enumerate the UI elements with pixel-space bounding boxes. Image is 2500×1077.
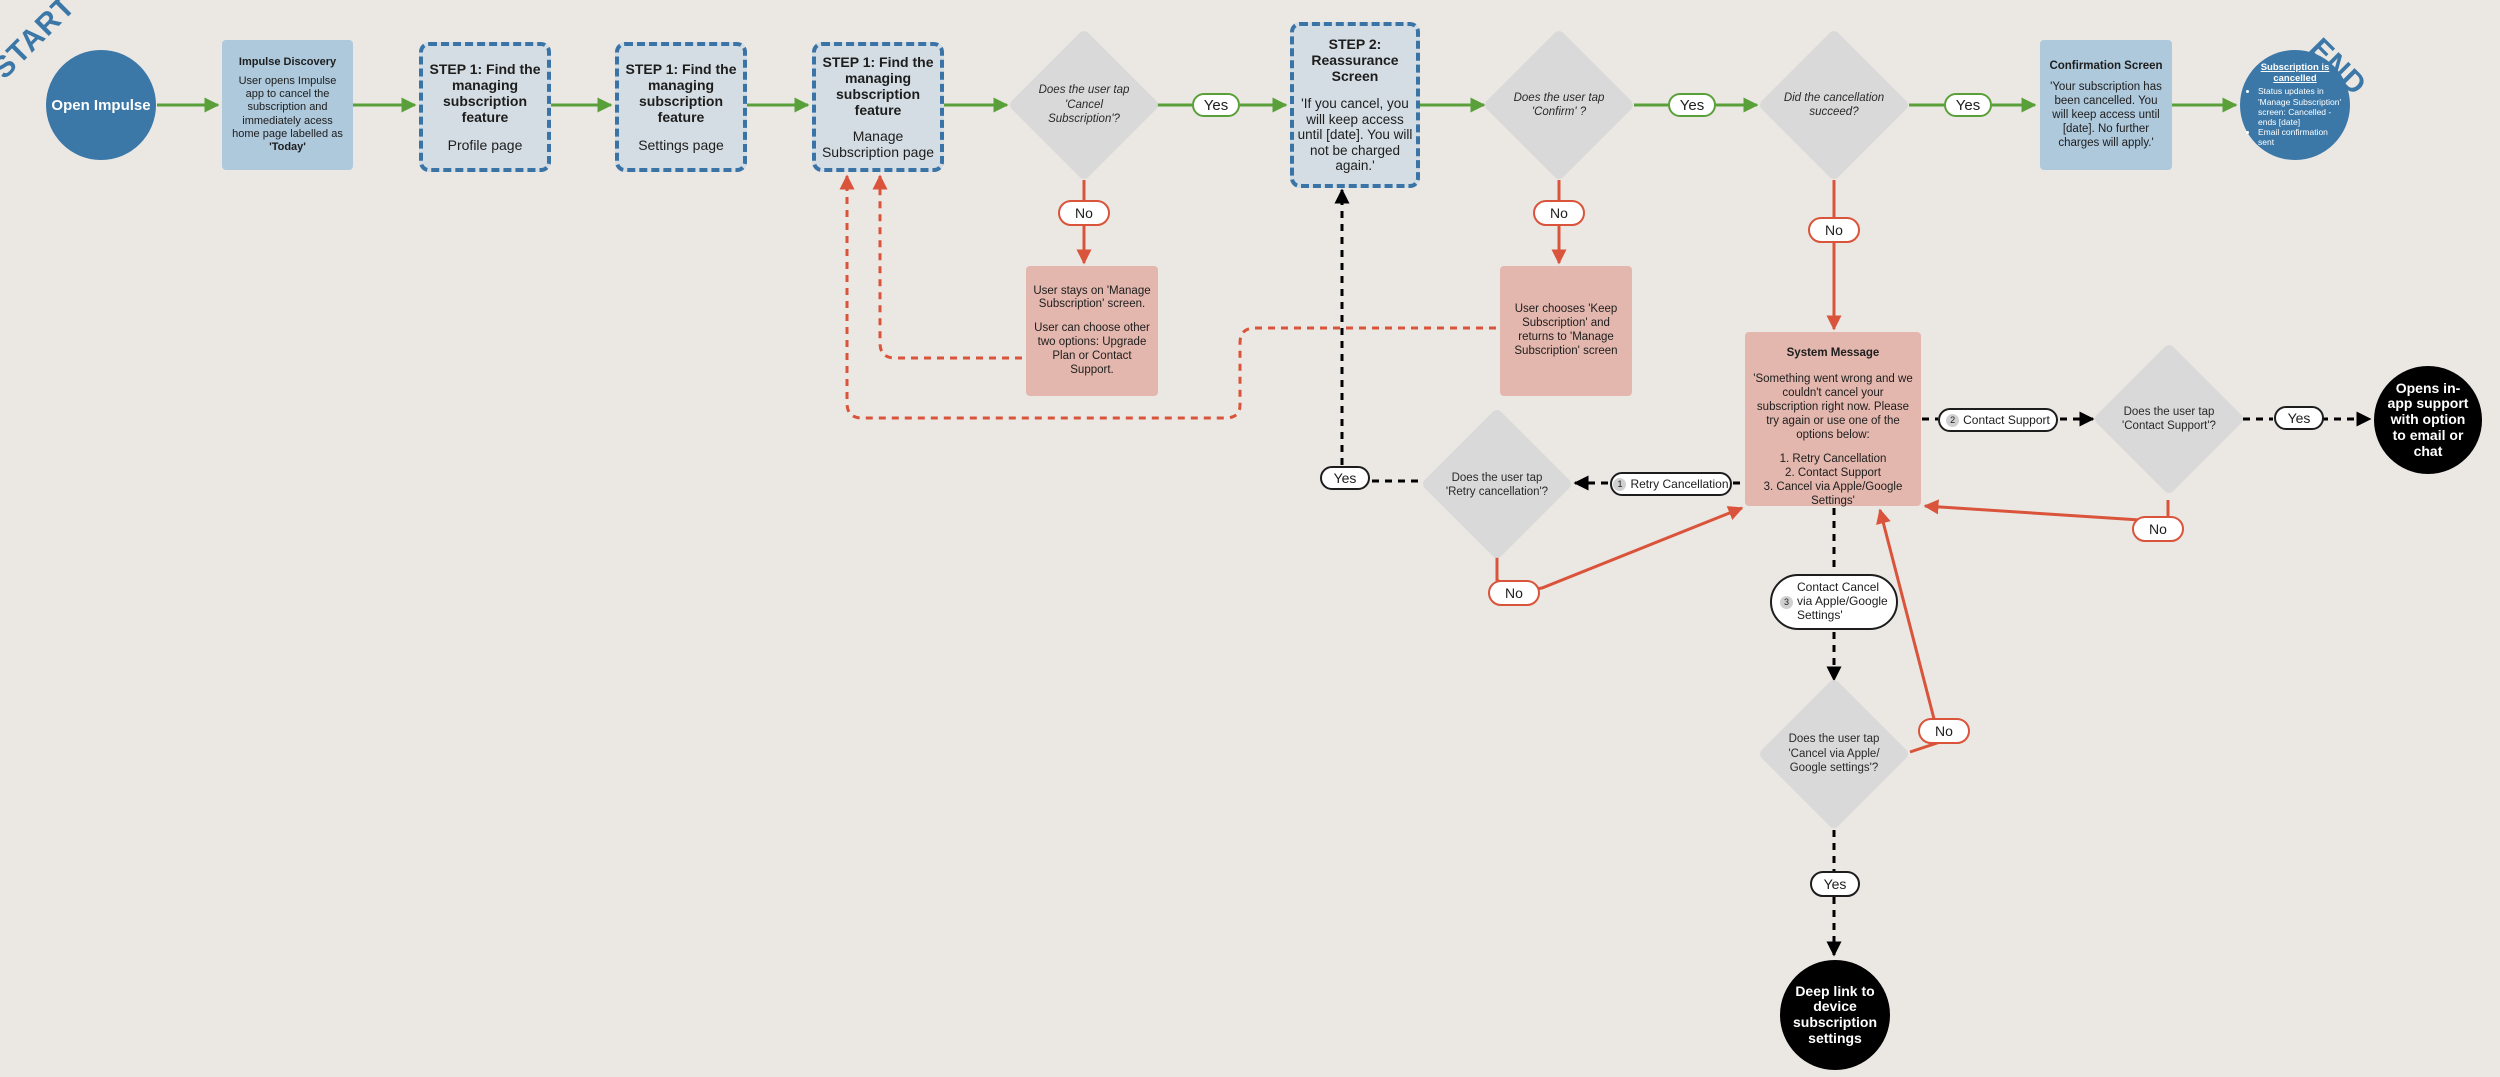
apple-google-option-pill: 3 Contact Cancel via Apple/Google Settin… xyxy=(1770,574,1898,630)
system-message-box: System Message 'Something went wrong and… xyxy=(1745,332,1921,508)
yes-pill: Yes xyxy=(2274,406,2324,430)
end-circle-item: Status updates in 'Manage Subscription' … xyxy=(2258,86,2342,127)
step1-manage-sub: Manage Subscription page xyxy=(821,128,935,161)
discovery-title: Impulse Discovery xyxy=(238,55,337,68)
no-pill: No xyxy=(2132,516,2184,542)
no-pill: No xyxy=(1058,200,1110,226)
no-pill: No xyxy=(1918,718,1970,744)
step1-settings-sub: Settings page xyxy=(638,137,724,154)
confirmation-screen-box: Confirmation Screen 'Your subscription h… xyxy=(2040,40,2172,170)
step1-settings-title: STEP 1: Find the managing subscription f… xyxy=(625,60,737,126)
keep-subscription-box: User chooses 'Keep Subscription' and ret… xyxy=(1500,266,1632,396)
diamond-contact-text: Does the user tap 'Contact Support'? xyxy=(2122,405,2216,432)
yes-pill: Yes xyxy=(1192,93,1240,117)
diamond-retry-text: Does the user tap 'Retry cancellation'? xyxy=(1445,471,1549,498)
diamond-confirm-text: Does the user tap 'Confirm' ? xyxy=(1513,91,1605,118)
open-impulse-node: Open Impulse xyxy=(46,50,156,160)
option-number-badge: 3 xyxy=(1780,595,1793,609)
step2-body: 'If you cancel, you will keep access unt… xyxy=(1297,96,1413,174)
stay-manage-line2: User can choose other two options: Upgra… xyxy=(1034,322,1150,376)
option-number-badge: 1 xyxy=(1613,477,1627,491)
edge-keep-to-manage xyxy=(839,174,1496,420)
step1-profile-sub: Profile page xyxy=(447,137,523,154)
option-number-badge: 2 xyxy=(1946,413,1960,427)
no-pill: No xyxy=(1808,217,1860,243)
edge-stay-to-manage xyxy=(872,174,1022,360)
step2-reassurance-box: STEP 2: Reassurance Screen 'If you cance… xyxy=(1290,22,1420,188)
end-circle-item: Email confirmation sent xyxy=(2258,127,2342,147)
retry-cancellation-option-pill: 1 Retry Cancellation xyxy=(1610,472,1732,496)
step1-manage-title: STEP 1: Find the managing subscription f… xyxy=(822,53,934,118)
yes-pill: Yes xyxy=(1320,466,1370,490)
option-label: Contact Support xyxy=(1963,413,2050,427)
stay-manage-line1: User stays on 'Manage Subscription' scre… xyxy=(1033,284,1151,311)
step1-settings-box: STEP 1: Find the managing subscription f… xyxy=(615,42,747,172)
option-label: Retry Cancellation xyxy=(1630,477,1729,491)
step1-profile-box: STEP 1: Find the managing subscription f… xyxy=(419,42,551,172)
discovery-emphasis: 'Today' xyxy=(269,140,306,153)
diamond-succeed-text: Did the cancellation succeed? xyxy=(1783,91,1885,118)
step1-manage-box: STEP 1: Find the managing subscription f… xyxy=(812,42,944,172)
confirmation-body: 'Your subscription has been cancelled. Y… xyxy=(2050,81,2162,149)
system-message-body: 'Something went wrong and we couldn't ca… xyxy=(1753,373,1913,442)
edge-apple-no-to-sysmsg xyxy=(1876,508,1942,754)
end-circle-title: Subscription is cancelled xyxy=(2260,62,2330,85)
no-pill: No xyxy=(1533,200,1585,226)
end-circle-list: Status updates in 'Manage Subscription' … xyxy=(2248,86,2342,147)
system-message-option: 1. Retry Cancellation xyxy=(1779,453,1887,466)
step1-profile-title: STEP 1: Find the managing subscription f… xyxy=(429,60,541,126)
diamond-apple-google-text: Does the user tap 'Cancel via Apple/ Goo… xyxy=(1788,733,1880,775)
contact-support-option-pill: 2 Contact Support xyxy=(1938,408,2058,432)
stay-manage-box: User stays on 'Manage Subscription' scre… xyxy=(1026,266,1158,396)
discovery-body: User opens Impulse app to cancel the sub… xyxy=(232,75,343,140)
end-cancelled-circle: Subscription is cancelled Status updates… xyxy=(2240,50,2350,160)
step2-title: STEP 2: Reassurance Screen xyxy=(1311,36,1399,85)
impulse-discovery-box: Impulse Discovery User opens Impulse app… xyxy=(222,40,353,170)
in-app-support-node: Opens in-app support with option to emai… xyxy=(2374,366,2482,474)
system-message-option: 3. Cancel via Apple/Google Settings' xyxy=(1763,481,1903,508)
yes-pill: Yes xyxy=(1810,871,1860,897)
option-label: Contact Cancel via Apple/Google Settings… xyxy=(1797,580,1888,622)
yes-pill: Yes xyxy=(1668,93,1716,117)
system-message-title: System Message xyxy=(1786,347,1880,359)
deep-link-node: Deep link to device subscription setting… xyxy=(1780,960,1890,1070)
no-pill: No xyxy=(1488,580,1540,606)
diamond-cancel-subscription-text: Does the user tap 'Cancel Subscription'? xyxy=(1038,84,1130,126)
edge-contact-no-to-sysmsg xyxy=(1923,499,2170,522)
yes-pill: Yes xyxy=(1944,93,1992,117)
system-message-option: 2. Contact Support xyxy=(1785,467,1881,480)
confirmation-title: Confirmation Screen xyxy=(2049,59,2163,72)
